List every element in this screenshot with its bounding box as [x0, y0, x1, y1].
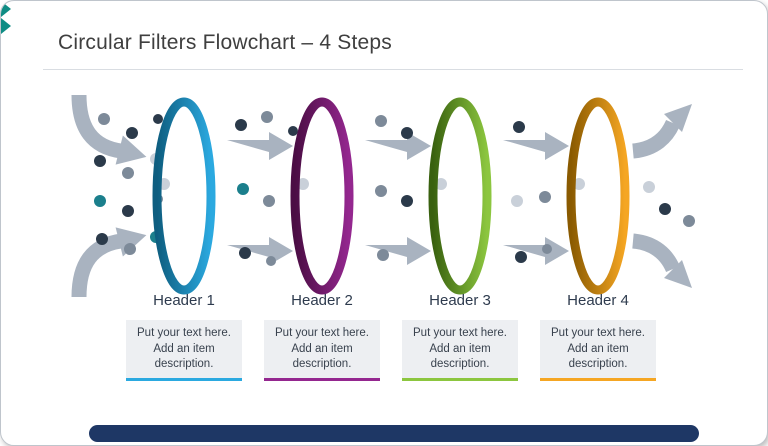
arrow-step1-bottom: [227, 237, 293, 265]
step-description-4: Put your text here. Add an item descript…: [540, 320, 656, 381]
arrow-step2-bottom: [365, 237, 431, 265]
arrow-out-bottom: [631, 233, 680, 273]
arrow-out-bottom-head: [664, 260, 692, 288]
bookmark-chevron-top: [1, 1, 11, 17]
arrow-out-top-head: [664, 104, 692, 132]
filter-ring-1: [152, 97, 216, 295]
filter-ring-4: [566, 97, 630, 295]
flow-diagram: [71, 94, 695, 298]
arrow-step3-bottom: [503, 237, 569, 265]
step-description-1: Put your text here. Add an item descript…: [126, 320, 242, 381]
arrow-in-bottom-head: [115, 227, 147, 257]
step-header-2: Header 2: [291, 292, 353, 309]
step-description-3: Put your text here. Add an item descript…: [402, 320, 518, 381]
particle-dots: [94, 111, 695, 266]
step-header-3: Header 3: [429, 292, 491, 309]
step-header-1: Header 1: [153, 292, 215, 309]
title-divider: [43, 69, 743, 70]
arrow-out-top: [631, 119, 680, 159]
arrow-in-bottom: [71, 233, 123, 298]
slide-title: Circular Filters Flowchart – 4 Steps: [58, 31, 392, 54]
bookmark-chevron-bottom: [1, 18, 11, 34]
filter-rings: [152, 97, 630, 295]
filter-ring-2: [290, 97, 354, 295]
filter-ring-3: [428, 97, 492, 295]
footer-bar: [89, 425, 699, 442]
flow-arrows: [71, 94, 692, 298]
bookmark-icon: [1, 1, 12, 35]
step-description-2: Put your text here. Add an item descript…: [264, 320, 380, 381]
step-header-4: Header 4: [567, 292, 629, 309]
arrow-step2-top: [365, 132, 431, 160]
arrow-in-top-head: [115, 135, 147, 165]
arrow-in-top: [71, 94, 123, 159]
arrow-step1-top: [227, 132, 293, 160]
arrow-step3-top: [503, 132, 569, 160]
